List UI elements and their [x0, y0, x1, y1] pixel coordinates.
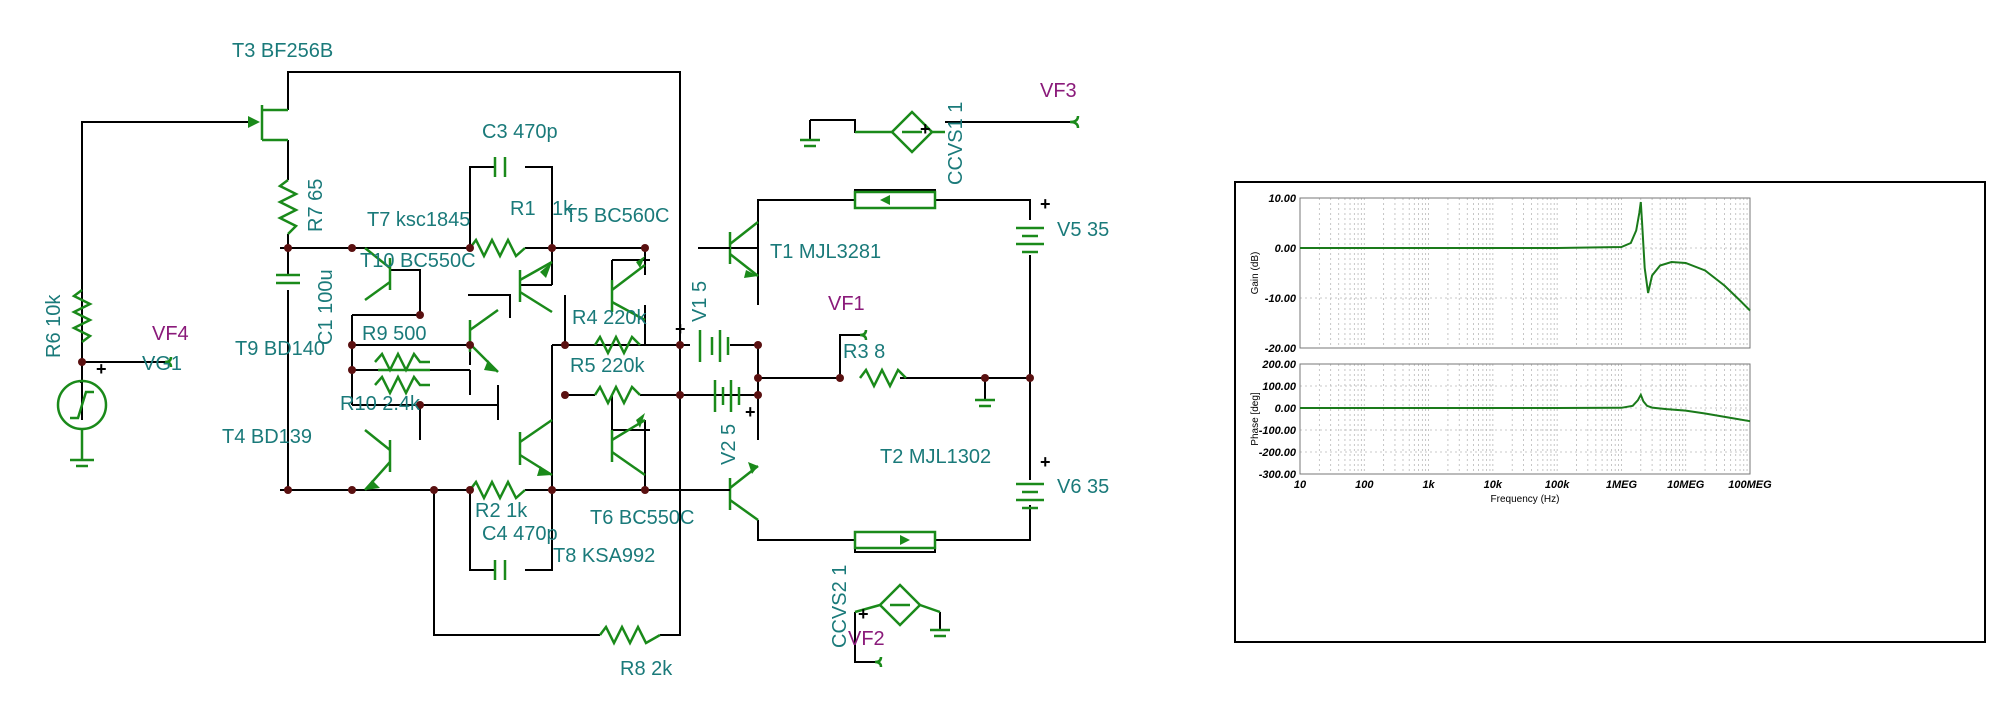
label-r3: R3 8 [843, 341, 885, 363]
label-c4: C4 470p [482, 523, 558, 545]
junction-nodes [78, 244, 1034, 494]
label-t2: T2 MJL1302 [880, 446, 991, 468]
label-v2: V2 5 [718, 424, 740, 465]
label-r8: R8 2k [620, 658, 673, 680]
svg-text:+: + [1040, 194, 1051, 214]
plot-frame [1234, 181, 1986, 643]
label-t9: T9 BD140 [235, 338, 325, 360]
gain-curve [1300, 201, 1751, 312]
components [56, 105, 1080, 668]
label-t4: T4 BD139 [222, 426, 312, 448]
y-tick-label: -200.00 [1259, 447, 1297, 459]
y-tick-label: 200.00 [1261, 359, 1297, 371]
x-tick-label: 1k [1422, 479, 1435, 491]
phase-curve [1300, 392, 1751, 423]
polarity-marks: + + + + + + + [96, 119, 1051, 624]
gain-chart: 10.00 0.00 -10.00 -20.00 Gain (dB) [1250, 193, 1751, 355]
label-v1: V1 5 [689, 281, 711, 322]
label-ccvs2: CCVS2 1 [829, 565, 851, 648]
label-r7: R7 65 [305, 179, 327, 232]
label-r4: R4 220k [572, 307, 647, 329]
axis-box [1299, 197, 1751, 349]
component-labels: T3 BF256B C3 470p R7 65 R1 1k T7 ksc1845… [43, 40, 1109, 680]
label-v6: V6 35 [1057, 476, 1109, 498]
label-r1-value: 1k [552, 198, 574, 220]
label-v5: V5 35 [1057, 219, 1109, 241]
y-tick-label: 0.00 [1275, 243, 1297, 255]
label-vf1: VF1 [828, 293, 865, 315]
label-r2: R2 1k [475, 500, 528, 522]
x-tick-label: 100MEG [1728, 479, 1772, 491]
svg-text:+: + [96, 359, 107, 379]
label-vf3: VF3 [1040, 80, 1077, 102]
axis-box [1299, 363, 1751, 475]
label-r5: R5 220k [570, 355, 645, 377]
label-t8: T8 KSA992 [553, 545, 655, 567]
x-tick-label: 10MEG [1667, 479, 1705, 491]
label-ccvs1: CCVS1 1 [945, 102, 967, 185]
phase-chart: 10 100 1k 10k 100k 1MEG 10MEG 100MEG 200.00 100.0… [1250, 359, 1772, 505]
x-tick-label: 100 [1355, 479, 1374, 491]
y-tick-label: 100.00 [1262, 381, 1297, 393]
y-tick-label: 0.00 [1275, 403, 1297, 415]
svg-text:+: + [1040, 452, 1051, 472]
label-t10: T10 BC550C [360, 250, 476, 272]
label-t3: T3 BF256B [232, 40, 333, 62]
label-t5: T5 BC560C [565, 205, 670, 227]
svg-text:+: + [745, 402, 756, 422]
x-tick-label: 10 [1294, 479, 1307, 491]
y-tick-label: -10.00 [1265, 293, 1297, 305]
y-tick-label: -20.00 [1265, 343, 1297, 355]
x-tick-label: 10k [1484, 479, 1503, 491]
label-vf2: VF2 [848, 628, 885, 650]
label-t1: T1 MJL3281 [770, 241, 881, 263]
y-axis-label: Phase [deg] [1250, 392, 1261, 446]
label-r1: R1 [510, 198, 536, 220]
x-tick-label: 100k [1545, 479, 1570, 491]
svg-text:+: + [858, 604, 869, 624]
label-r6: R6 10k [43, 294, 65, 358]
label-vg1: VG1 [142, 353, 182, 375]
label-r9: R9 500 [362, 323, 427, 345]
y-tick-label: -100.00 [1259, 425, 1297, 437]
label-c1: C1 100u [315, 269, 337, 345]
label-vf4: VF4 [152, 323, 189, 345]
y-tick-label: 10.00 [1268, 193, 1296, 205]
x-axis-label: Frequency (Hz) [1491, 494, 1560, 505]
label-r10: R10 2.4k [340, 393, 421, 415]
y-tick-label: -300.00 [1259, 469, 1297, 481]
svg-text:+: + [675, 319, 686, 339]
x-tick-label: 1MEG [1606, 479, 1638, 491]
label-t7: T7 ksc1845 [367, 209, 470, 231]
label-c3: C3 470p [482, 121, 558, 143]
y-axis-label: Gain (dB) [1250, 252, 1261, 295]
label-t6: T6 BC550C [590, 507, 695, 529]
svg-text:+: + [920, 119, 931, 139]
